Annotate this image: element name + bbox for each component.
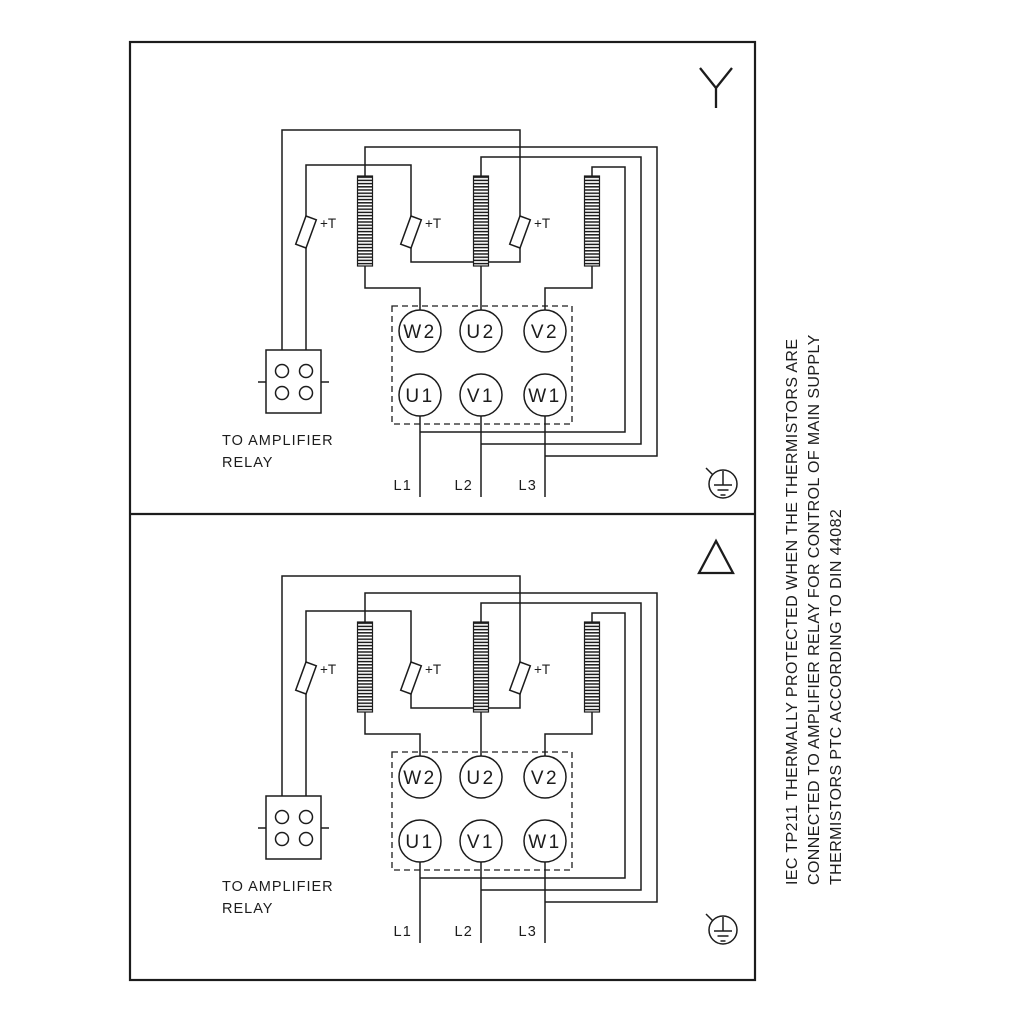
terminal-label: U1	[405, 386, 434, 407]
thermistor-label: +T	[534, 216, 550, 231]
thermistor-label: +T	[425, 216, 441, 231]
terminal-label: V1	[467, 386, 495, 407]
terminal-label: V2	[531, 768, 559, 789]
supply-line-label: L3	[518, 478, 537, 494]
supply-line-label: L1	[393, 478, 412, 494]
terminal-label: V1	[467, 832, 495, 853]
side-note: IEC TP211 THERMALLY PROTECTED WHEN THE T…	[784, 334, 845, 885]
supply-line-label: L1	[393, 924, 412, 940]
amplifier-relay-note-line2: RELAY	[222, 901, 273, 917]
terminal-label: U2	[466, 322, 495, 343]
supply-line-label: L3	[518, 924, 537, 940]
terminal-label: W1	[528, 832, 562, 853]
thermistor-label: +T	[320, 216, 336, 231]
terminal-label: U1	[405, 832, 434, 853]
panel-delta: W2 U2 V2 U1 V1 W1 +T +T +T TO AMPLIFIER …	[222, 538, 735, 940]
side-note-line3: THERMISTORS PTC ACCORDING TO DIN 44082	[828, 509, 845, 885]
amplifier-relay-note-line2: RELAY	[222, 455, 273, 471]
thermistor-label: +T	[320, 662, 336, 677]
terminal-label: W1	[528, 386, 562, 407]
diagram-border	[128, 40, 757, 982]
supply-line-label: L2	[454, 924, 473, 940]
delta-icon	[697, 538, 735, 575]
terminal-label: U2	[466, 768, 495, 789]
terminal-label: V2	[531, 322, 559, 343]
side-note-line1: IEC TP211 THERMALLY PROTECTED WHEN THE T…	[784, 339, 801, 885]
panel-star: W2 U2 V2 U1 V1 W1 +T +T +T TO AMPLIFIER …	[222, 67, 733, 494]
terminal-label: W2	[403, 322, 437, 343]
amplifier-relay-note-line1: TO AMPLIFIER	[222, 433, 334, 449]
terminal-label: W2	[403, 768, 437, 789]
thermistor-label: +T	[534, 662, 550, 677]
thermistor-label: +T	[425, 662, 441, 677]
supply-line-label: L2	[454, 478, 473, 494]
amplifier-relay-note-line1: TO AMPLIFIER	[222, 879, 334, 895]
star-icon	[699, 67, 733, 108]
side-note-line2: CONNECTED TO AMPLIFIER RELAY FOR CONTROL…	[806, 334, 823, 885]
